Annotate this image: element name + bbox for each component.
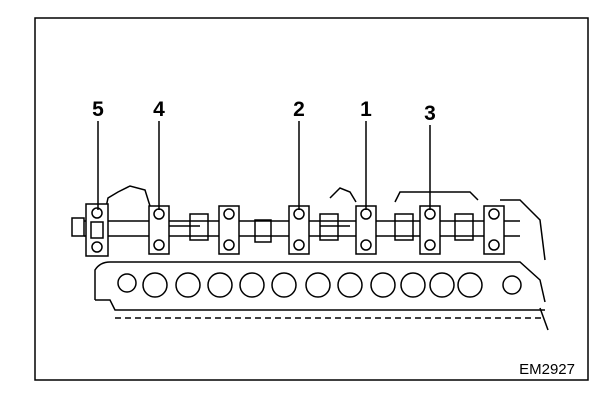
callout-1: 1 <box>360 98 372 121</box>
bearing-cap-end <box>483 205 505 255</box>
bearing-cap-unmarked <box>218 205 240 255</box>
callout-5: 5 <box>92 98 104 121</box>
callout-leaders <box>97 121 431 210</box>
cylinder-head <box>94 185 549 331</box>
callout-4: 4 <box>153 98 165 121</box>
bearing-cap-4 <box>148 205 170 255</box>
callout-3: 3 <box>424 102 436 125</box>
bearing-cap-3 <box>419 205 441 255</box>
figure-frame <box>34 17 589 381</box>
callout-2: 2 <box>293 98 305 121</box>
bearing-cap-1 <box>355 205 377 255</box>
figure-code: EM2927 <box>519 361 575 378</box>
bearing-cap-2 <box>288 205 310 255</box>
valve-bores <box>117 272 522 298</box>
bearing-cap-5 <box>85 203 109 257</box>
